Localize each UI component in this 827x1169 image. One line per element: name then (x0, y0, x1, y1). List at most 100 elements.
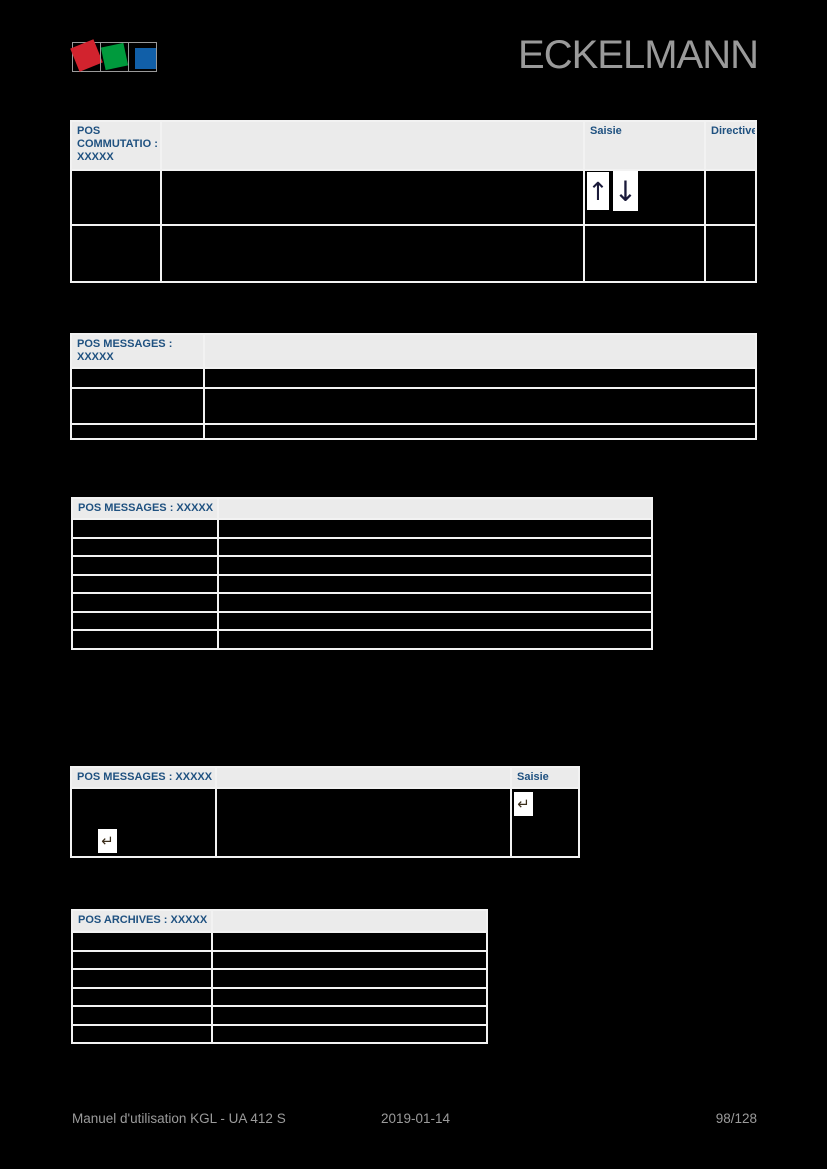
table-row (71, 555, 653, 576)
table-row (71, 536, 653, 557)
redacted-cell (217, 592, 653, 613)
messages-input-desc-header (215, 766, 512, 789)
table-row: POS MESSAGES : XXXXX (71, 497, 653, 520)
redacted-cell (217, 610, 653, 631)
footer-page-number: 98/128 (715, 1111, 757, 1126)
input-keys-cell: ↑ ↓ (583, 169, 706, 226)
table-row (70, 423, 757, 440)
logo-cell-green (100, 42, 129, 72)
logo-cell-blue (128, 42, 157, 72)
arrow-down-key-icon: ↓ (613, 172, 638, 211)
messages-wide-title-cell: POS MESSAGES : XXXXX (70, 333, 205, 369)
redacted-cell (70, 387, 205, 425)
table-row: POS MESSAGES : XXXXX (70, 333, 757, 369)
footer-document-title: Manuel d'utilisation KGL - UA 412 S (72, 1111, 286, 1126)
table-row (71, 518, 653, 539)
redacted-cell (71, 986, 213, 1007)
table-row (71, 592, 653, 613)
table-row: POS MESSAGES : XXXXX Saisie (70, 766, 580, 789)
footer-date: 2019-01-14 (381, 1111, 451, 1126)
commutation-title-cell: POS COMMUTATIO : XXXXX (70, 120, 162, 171)
table-row (70, 387, 757, 425)
table-row (71, 931, 488, 952)
table-row (71, 610, 653, 631)
brand-wordmark: ECKELMANN (518, 33, 759, 77)
redacted-cell (203, 423, 757, 440)
redacted-cell (203, 367, 757, 389)
redacted-cell (71, 536, 219, 557)
redacted-cell (71, 1005, 213, 1026)
table-row (71, 968, 488, 989)
archives-title-cell: POS ARCHIVES : XXXXX (71, 909, 213, 933)
commutation-input-header: Saisie (583, 120, 706, 171)
redacted-cell (211, 968, 488, 989)
arrow-up-key-icon: ↑ (587, 172, 609, 210)
redacted-cell (71, 555, 219, 576)
enter-key-icon: ↵ (98, 829, 117, 853)
archives-desc-header (211, 909, 488, 933)
redacted-cell (70, 423, 205, 440)
redacted-cell (217, 536, 653, 557)
table-commutation: POS COMMUTATIO : XXXXX Saisie Directive … (70, 120, 757, 283)
redacted-cell (217, 555, 653, 576)
table-messages-input: POS MESSAGES : XXXXX Saisie ↵ ↵ (70, 766, 580, 858)
redacted-cell (215, 787, 512, 858)
redacted-cell (70, 169, 162, 226)
redacted-cell (71, 1023, 213, 1044)
redacted-cell (71, 931, 213, 952)
redacted-cell (211, 1023, 488, 1044)
redacted-cell (217, 518, 653, 539)
table-row: POS ARCHIVES : XXXXX (71, 909, 488, 933)
input-keys-cell: ↵ (510, 787, 580, 858)
commutation-directive-header: Directive (704, 120, 757, 171)
table-row (70, 367, 757, 389)
enter-key-icon: ↵ (514, 792, 533, 816)
redacted-cell (211, 986, 488, 1007)
table-row (71, 629, 653, 650)
table-row (71, 1005, 488, 1026)
logo-red-square-icon (70, 39, 103, 72)
table-row: POS COMMUTATIO : XXXXX Saisie Directive (70, 120, 757, 171)
redacted-cell (704, 224, 757, 283)
table-row (71, 949, 488, 970)
redacted-cell (71, 610, 219, 631)
table-messages-wide: POS MESSAGES : XXXXX (70, 333, 757, 440)
table-row: ↵ ↵ (70, 787, 580, 858)
table-row (71, 573, 653, 594)
redacted-cell (71, 592, 219, 613)
table-row: ↑ ↓ (70, 169, 757, 226)
messages-wide-desc-header (203, 333, 757, 369)
redacted-cell (160, 224, 585, 283)
redacted-cell (217, 629, 653, 650)
redacted-cell (217, 573, 653, 594)
company-logo (70, 39, 159, 72)
redacted-cell-with-enter: ↵ (70, 787, 217, 858)
redacted-cell (71, 573, 219, 594)
messages-input-input-header: Saisie (510, 766, 580, 789)
redacted-cell (203, 387, 757, 425)
messages-list-desc-header (217, 497, 653, 520)
redacted-cell (211, 949, 488, 970)
logo-green-square-icon (100, 42, 129, 71)
redacted-cell (71, 629, 219, 650)
table-messages-list: POS MESSAGES : XXXXX (71, 497, 653, 650)
redacted-cell (71, 518, 219, 539)
messages-input-title-cell: POS MESSAGES : XXXXX (70, 766, 217, 789)
table-row (70, 224, 757, 283)
redacted-cell (71, 949, 213, 970)
redacted-cell (71, 968, 213, 989)
redacted-cell (160, 169, 585, 226)
logo-blue-square-icon (135, 48, 156, 69)
commutation-desc-header (160, 120, 585, 171)
messages-list-title-cell: POS MESSAGES : XXXXX (71, 497, 219, 520)
table-row (71, 1023, 488, 1044)
logo-cell-red (70, 39, 103, 72)
table-archives: POS ARCHIVES : XXXXX (71, 909, 488, 1044)
redacted-cell (70, 367, 205, 389)
redacted-cell (211, 1005, 488, 1026)
redacted-cell (70, 224, 162, 283)
redacted-cell (583, 224, 706, 283)
redacted-cell (211, 931, 488, 952)
table-row (71, 986, 488, 1007)
redacted-cell (704, 169, 757, 226)
